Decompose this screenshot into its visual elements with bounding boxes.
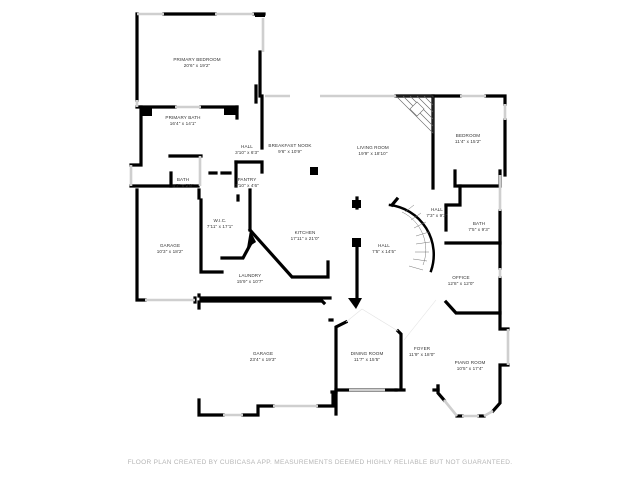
windows bbox=[129, 12, 510, 418]
walls bbox=[129, 12, 510, 418]
footer-disclaimer: FLOOR PLAN CREATED BY CUBICASA APP. MEAS… bbox=[127, 459, 513, 466]
fireplace bbox=[395, 95, 434, 134]
door-swings bbox=[345, 299, 437, 341]
wall-blocks bbox=[140, 14, 362, 309]
room-label-wic: W.I.C.7'11" x 17'1" bbox=[206, 218, 234, 229]
staircase-treads bbox=[401, 204, 431, 271]
